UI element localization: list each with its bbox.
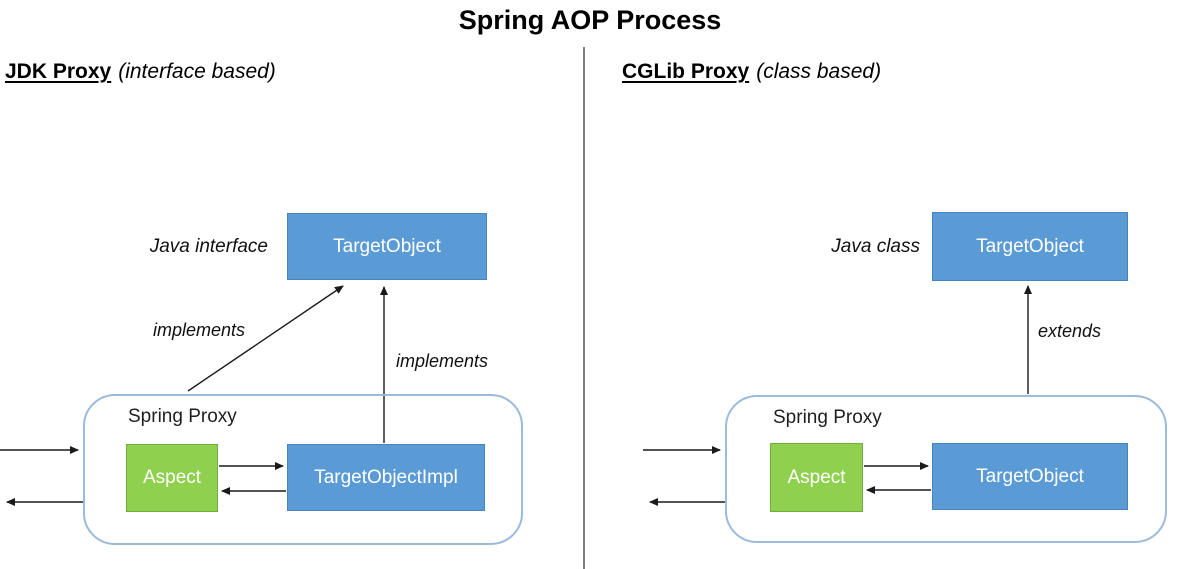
cglib-target-object-box: TargetObject [932, 212, 1128, 281]
cglib-spring-proxy-label: Spring Proxy [773, 407, 882, 428]
cglib-proxy-heading: CGLib Proxy (class based) [622, 60, 881, 84]
cglib-proxy-heading-name: CGLib Proxy [622, 60, 750, 83]
extends-label: extends [1038, 321, 1102, 341]
jdk-proxy-heading: JDK Proxy (interface based) [5, 60, 276, 84]
jdk-spring-proxy-label: Spring Proxy [128, 406, 237, 427]
jdk-proxy-heading-name: JDK Proxy [5, 60, 112, 83]
left-implements-diagonal-arrow [187, 285, 344, 392]
page-title: Spring AOP Process [458, 5, 722, 35]
cglib-aspect-box: Aspect [770, 443, 863, 512]
cglib-proxy-heading-qualifier: (class based) [756, 60, 882, 83]
implements-vertical-label: implements [396, 351, 489, 371]
cglib-target-object-impl-box: TargetObject [932, 443, 1128, 510]
cglib-spring-proxy-container [725, 395, 1167, 543]
java-interface-label: Java interface [149, 236, 268, 257]
implements-diagonal-label: implements [153, 320, 246, 340]
jdk-proxy-heading-qualifier: (interface based) [118, 60, 276, 83]
jdk-target-object-impl-box: TargetObjectImpl [287, 444, 485, 511]
jdk-spring-proxy-container [83, 394, 523, 545]
jdk-target-object-box: TargetObject [287, 213, 487, 280]
java-class-label: Java class [831, 236, 920, 257]
jdk-aspect-box: Aspect [126, 444, 218, 512]
